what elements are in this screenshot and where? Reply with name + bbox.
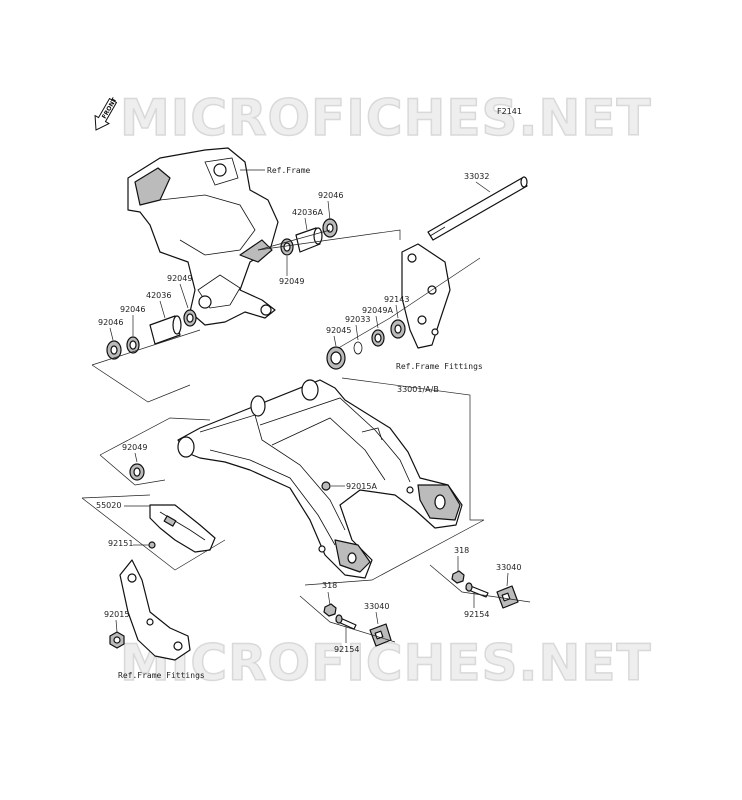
label-33040-right: 33040	[496, 563, 521, 572]
label-92015a: 92015A	[346, 482, 377, 491]
pivot-stack-upper	[280, 218, 338, 256]
ref-frame-fittings-left: Ref.Frame Fittings	[118, 671, 205, 680]
label-42036a: 42036A	[292, 208, 323, 217]
label-92015: 92015	[104, 610, 129, 619]
label-92154-right: 92154	[464, 610, 489, 619]
label-33040-left: 33040	[364, 602, 389, 611]
frame-part	[127, 147, 279, 326]
label-92143: 92143	[384, 295, 409, 304]
label-318-right: 318	[454, 546, 469, 555]
label-92049-mid: 92049	[122, 443, 147, 452]
block-33040-right	[496, 585, 519, 609]
swingarm-part	[177, 379, 463, 579]
pivot-stack-left	[106, 309, 197, 360]
label-92154-left: 92154	[334, 645, 359, 654]
nut-318-left	[323, 603, 337, 617]
label-92049a: 92049A	[362, 306, 393, 315]
bolt-92154-left	[335, 614, 357, 630]
label-92033: 92033	[345, 315, 370, 324]
label-92045: 92045	[326, 326, 351, 335]
frame-fittings-right-part	[401, 243, 451, 349]
block-33040-left	[369, 623, 392, 647]
ref-frame-label: Ref.Frame	[267, 166, 311, 175]
label-92046-top: 92046	[318, 191, 343, 200]
watermark-top: MICROFICHES.NET	[120, 89, 652, 147]
front-arrow-icon: FRONT	[94, 96, 119, 131]
ref-frame-fittings-right: Ref.Frame Fittings	[396, 362, 483, 371]
pivot-stack-right	[326, 319, 406, 370]
label-92049-upper: 92049	[279, 277, 304, 286]
label-318-left: 318	[322, 581, 337, 590]
label-92046-left2: 92046	[120, 305, 145, 314]
bolt-92154-right	[465, 582, 489, 598]
chain-guard-part	[149, 504, 216, 553]
label-33001: 33001/A/B	[397, 385, 439, 394]
figure-code: F2141	[497, 107, 522, 116]
label-92049-left: 92049	[167, 274, 192, 283]
label-42036: 42036	[146, 291, 171, 300]
bolt-92015a	[321, 481, 331, 491]
washer-92049-mid	[129, 463, 145, 481]
pivot-axle-part	[427, 176, 528, 241]
label-33032: 33032	[464, 172, 489, 181]
label-92151: 92151	[108, 539, 133, 548]
nut-92015	[109, 631, 125, 649]
bolt-92151	[148, 541, 156, 549]
label-92046-left1: 92046	[98, 318, 123, 327]
label-55020: 55020	[96, 501, 121, 510]
watermark-bottom: MICROFICHES.NET	[120, 634, 652, 692]
frame-fittings-left-part	[119, 559, 191, 661]
nut-318-right	[451, 570, 465, 584]
